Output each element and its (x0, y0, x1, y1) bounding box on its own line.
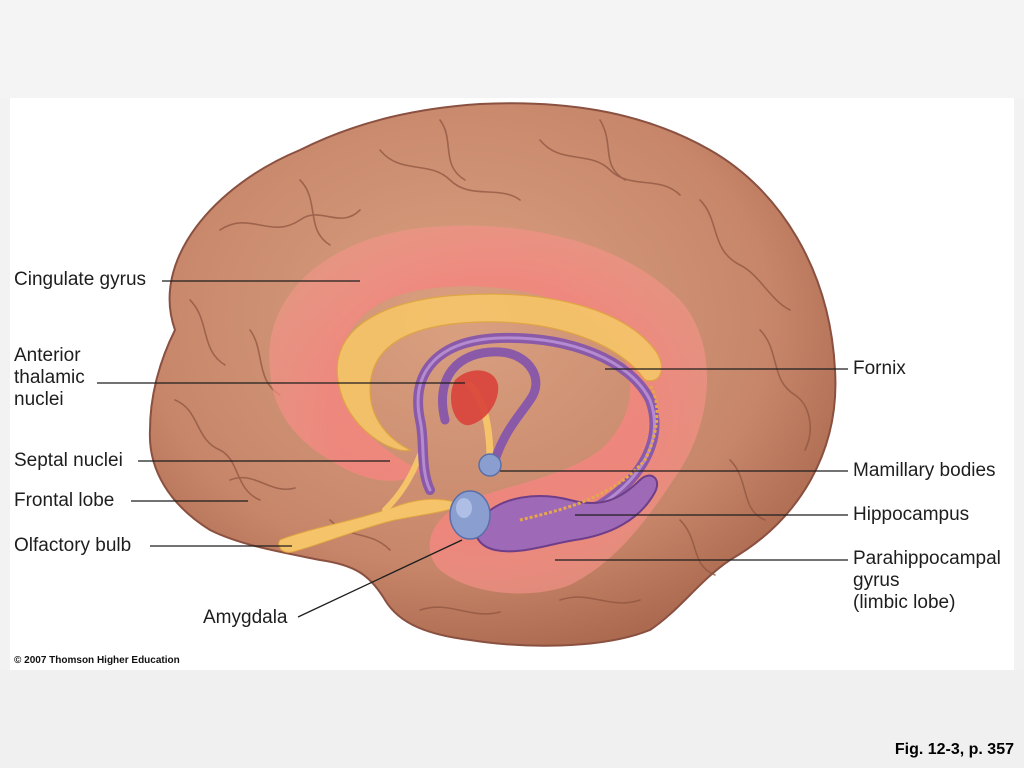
corpus-callosum (336, 293, 663, 452)
label-hippocampus: Hippocampus (853, 504, 970, 525)
amygdala-highlight (456, 498, 472, 518)
copyright-text: © 2007 Thomson Higher Education (14, 655, 180, 666)
label-septal-nuclei: Septal nuclei (14, 450, 123, 471)
fornix-body (437, 347, 541, 465)
label-parahippocampal-gyrus: Parahippocampal gyrus (limbic lobe) (853, 548, 1001, 613)
background-band-top (0, 0, 1024, 98)
label-frontal-lobe: Frontal lobe (14, 490, 115, 511)
mamillary-body (478, 453, 502, 477)
leader-lines (97, 280, 848, 618)
label-fornix: Fornix (853, 358, 906, 379)
olfactory-tract (278, 498, 467, 553)
figure-reference: Fig. 12-3, p. 357 (894, 741, 1014, 758)
hippocampus (474, 474, 659, 553)
background-band-bottom (0, 670, 1024, 768)
label-amygdala: Amygdala (203, 607, 288, 628)
label-mamillary-bodies: Mamillary bodies (853, 460, 996, 481)
label-olfactory-bulb: Olfactory bulb (14, 535, 132, 556)
label-anterior-thalamic-nuclei: Anterior thalamic nuclei (14, 345, 85, 410)
dentate-stripe (519, 384, 659, 522)
brain-cerebrum (148, 102, 837, 647)
amygdala (449, 490, 491, 540)
leader-amygdala (297, 539, 463, 618)
brain-gyri-folds (174, 119, 811, 615)
septal-tract (382, 452, 423, 513)
label-cingulate-gyrus: Cingulate gyrus (14, 269, 147, 290)
anterior-thalamic-nucleus (450, 370, 499, 426)
